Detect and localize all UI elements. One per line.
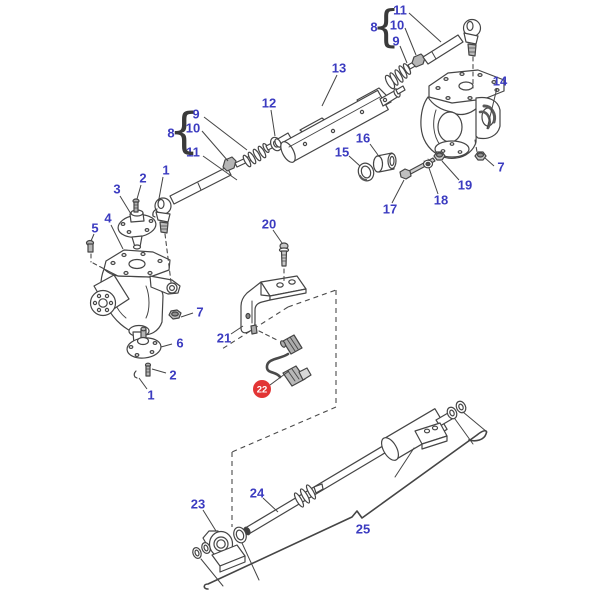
- callout-label-21-23: 21: [217, 331, 231, 346]
- leader-line: [203, 116, 248, 151]
- callout-label-10-1: 10: [186, 121, 200, 136]
- leader-line: [321, 74, 338, 107]
- callout-label-19-17: 19: [458, 178, 472, 193]
- split-pin: [152, 208, 158, 218]
- callout-label-1-6: 1: [162, 163, 169, 178]
- highlight-leader-line: [269, 370, 290, 386]
- leader-line: [399, 45, 408, 64]
- leader-line: [201, 130, 229, 162]
- nut-7-left: [168, 309, 182, 320]
- bearing-housing: [192, 526, 260, 587]
- leader-line: [391, 179, 405, 204]
- callout-label-23-28: 23: [191, 497, 205, 512]
- seal-ring: [357, 162, 375, 182]
- leader-line: [428, 167, 439, 195]
- callout-label-8-14: 8: [370, 20, 377, 35]
- leader-line: [160, 343, 173, 348]
- leader-line: [90, 233, 95, 242]
- tie-bar-outline: [203, 429, 488, 590]
- highlighted-callout-label: 22: [257, 385, 268, 396]
- leader-line: [138, 377, 148, 390]
- right-swivel-housing: [420, 69, 505, 159]
- callout-label-14-15: 14: [493, 74, 508, 89]
- leader-line: [270, 109, 276, 137]
- washer-18: [422, 159, 434, 169]
- callout-label-17-19: 17: [383, 202, 397, 217]
- highlight-circle: [253, 380, 271, 398]
- leader-line: [272, 229, 283, 244]
- nut-7-right: [474, 151, 487, 161]
- callout-label-11-11: 11: [393, 3, 407, 18]
- dashed-reference-box: [221, 289, 337, 527]
- leader-line: [202, 155, 238, 181]
- callout-label-7-24: 7: [196, 305, 203, 320]
- leader-line: [136, 184, 142, 200]
- callout-label-10-12: 10: [390, 18, 404, 33]
- leader-line: [157, 176, 164, 205]
- bolt-5: [85, 239, 95, 253]
- leader-line: [110, 224, 124, 250]
- leader-line: [230, 325, 244, 335]
- callout-label-1-27: 1: [147, 388, 154, 403]
- left-knuckle-housing: [89, 249, 181, 348]
- callout-label-18-18: 18: [434, 193, 448, 208]
- steering-cylinder: [274, 85, 406, 163]
- leader-line: [369, 143, 379, 156]
- callout-label-11-2: 11: [186, 145, 200, 160]
- grouping-brace-0: {: [169, 103, 200, 159]
- callout-label-4-9: 4: [104, 211, 112, 226]
- callout-label-2-7: 2: [139, 171, 146, 186]
- callout-label-7-16: 7: [497, 160, 504, 175]
- callout-label-5-10: 5: [91, 221, 98, 236]
- bolt-2-lower: [144, 362, 152, 377]
- callout-label-2-26: 2: [169, 368, 176, 383]
- callout-layer: 9101181213123451110981471918171615202176…: [90, 1, 508, 537]
- pin-1-lower: [133, 370, 138, 379]
- leader-line: [119, 195, 132, 215]
- leader-line: [484, 157, 495, 167]
- leader-line: [151, 368, 167, 374]
- callout-label-15-21: 15: [335, 145, 349, 160]
- lower-swivel-flange: [126, 326, 162, 359]
- grouping-brace-1: {: [372, 1, 400, 52]
- callout-label-13-5: 13: [332, 61, 346, 76]
- bushing: [372, 152, 397, 173]
- top-swivel-pin-flange: [117, 209, 157, 250]
- ram-cylinder: [380, 400, 488, 478]
- callout-label-3-8: 3: [113, 182, 120, 197]
- leader-line: [262, 497, 279, 513]
- callout-label-12-4: 12: [262, 96, 276, 111]
- callout-label-25-30: 25: [356, 522, 370, 537]
- callout-label-8-3: 8: [167, 126, 174, 141]
- leader-line: [404, 27, 417, 56]
- callout-label-24-29: 24: [250, 486, 265, 501]
- stud-bolt-top: [132, 198, 140, 213]
- nut-19: [433, 151, 446, 161]
- callout-label-9-0: 9: [192, 107, 199, 122]
- leader-line: [408, 12, 442, 43]
- dashed-assembly-lines: [90, 56, 478, 342]
- leader-line: [180, 312, 194, 318]
- bolt-20: [278, 242, 290, 267]
- sensor-bracket: [240, 275, 307, 335]
- leader-line: [202, 509, 217, 532]
- leader-line: [348, 155, 361, 167]
- ram-rod: [243, 443, 391, 536]
- callout-label-16-20: 16: [356, 131, 370, 146]
- callout-label-9-13: 9: [392, 34, 399, 49]
- right-track-rod: [384, 18, 482, 90]
- callout-label-6-25: 6: [176, 336, 183, 351]
- leader-line: [441, 160, 460, 181]
- leader-line: [486, 87, 498, 130]
- sensor-cable: [265, 334, 312, 387]
- callout-label-20-22: 20: [262, 217, 276, 232]
